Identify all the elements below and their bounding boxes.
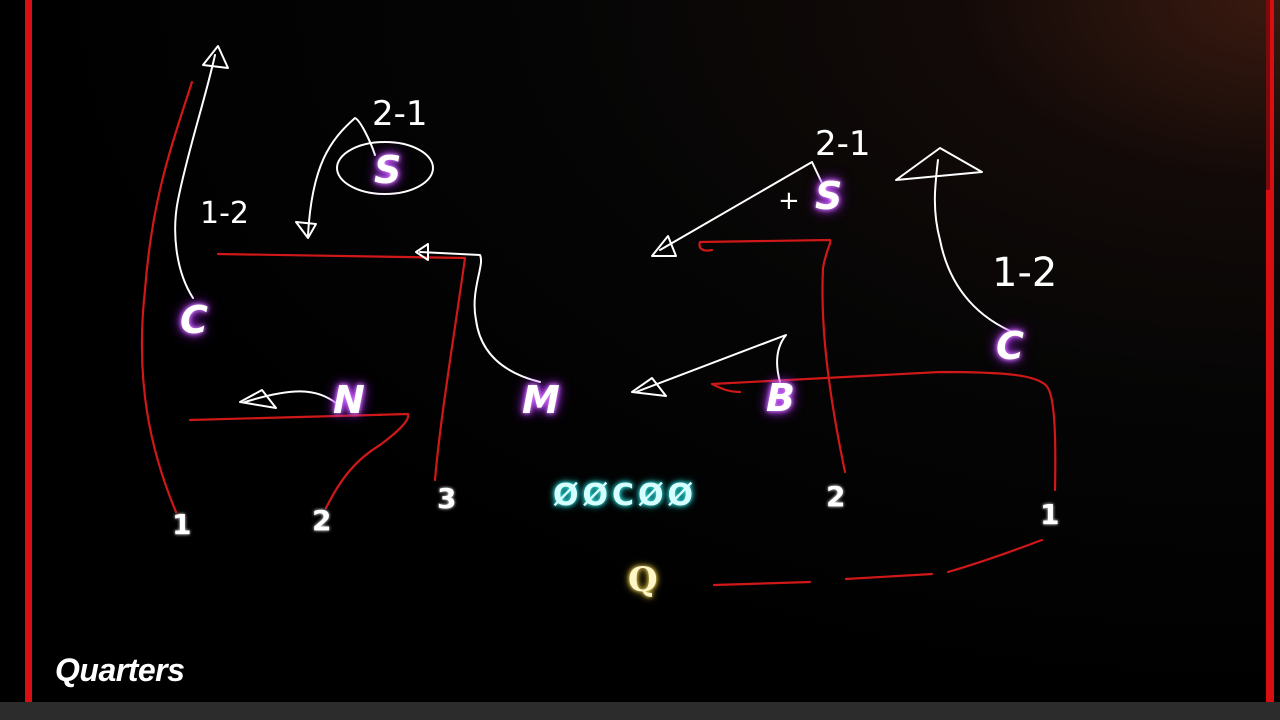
mike-linebacker: M xyxy=(522,378,560,422)
check-mark: + xyxy=(778,186,800,216)
receiver-right-2: 2 xyxy=(826,480,846,513)
safety-left: S xyxy=(374,148,402,192)
right-safety-read: 2-1 xyxy=(815,124,871,164)
safety-right: S xyxy=(815,174,843,218)
receiver-left-2: 2 xyxy=(312,504,332,537)
left-safety-read: 2-1 xyxy=(372,94,428,134)
route-qb xyxy=(712,538,1044,587)
receiver-left-3: 3 xyxy=(437,482,457,515)
coverage-left-corner xyxy=(174,54,216,299)
arrow-right-safety xyxy=(651,235,677,257)
scrollbar[interactable] xyxy=(1266,0,1270,190)
arrow-buck xyxy=(631,377,667,397)
offensive-line: ØØCØØ xyxy=(553,478,698,513)
receiver-left-1: 1 xyxy=(172,508,192,541)
safety-circle xyxy=(336,141,434,195)
corner-right: C xyxy=(996,324,1024,368)
route-left-1 xyxy=(140,80,194,514)
coverage-buck xyxy=(635,334,787,393)
page-title: Quarters xyxy=(55,652,185,688)
quarterback: Q xyxy=(628,560,658,600)
arrow-left-safety xyxy=(295,221,317,239)
arrow-left-corner xyxy=(202,45,229,69)
route-left-3 xyxy=(216,252,467,482)
coverage-right-corner xyxy=(933,159,1021,336)
nickel: N xyxy=(333,378,365,422)
receiver-right-1: 1 xyxy=(1040,498,1060,531)
left-corner-read: 1-2 xyxy=(200,196,249,231)
coverage-right-safety xyxy=(659,161,831,251)
route-left-2 xyxy=(188,412,410,510)
coverage-mike xyxy=(419,251,541,383)
coverage-left-safety xyxy=(307,117,376,236)
right-border xyxy=(1266,0,1274,702)
arrow-nickel xyxy=(239,389,277,409)
corner-left: C xyxy=(180,298,208,342)
route-right-2 xyxy=(698,238,847,474)
arrow-mike xyxy=(415,243,429,261)
right-corner-read: 1-2 xyxy=(992,250,1058,296)
coverage-nickel xyxy=(244,390,341,407)
left-border xyxy=(25,0,32,702)
buck-linebacker: B xyxy=(766,376,795,420)
arrow-right-corner xyxy=(895,147,983,181)
bottom-bar xyxy=(0,702,1280,720)
route-right-1 xyxy=(710,370,1057,492)
